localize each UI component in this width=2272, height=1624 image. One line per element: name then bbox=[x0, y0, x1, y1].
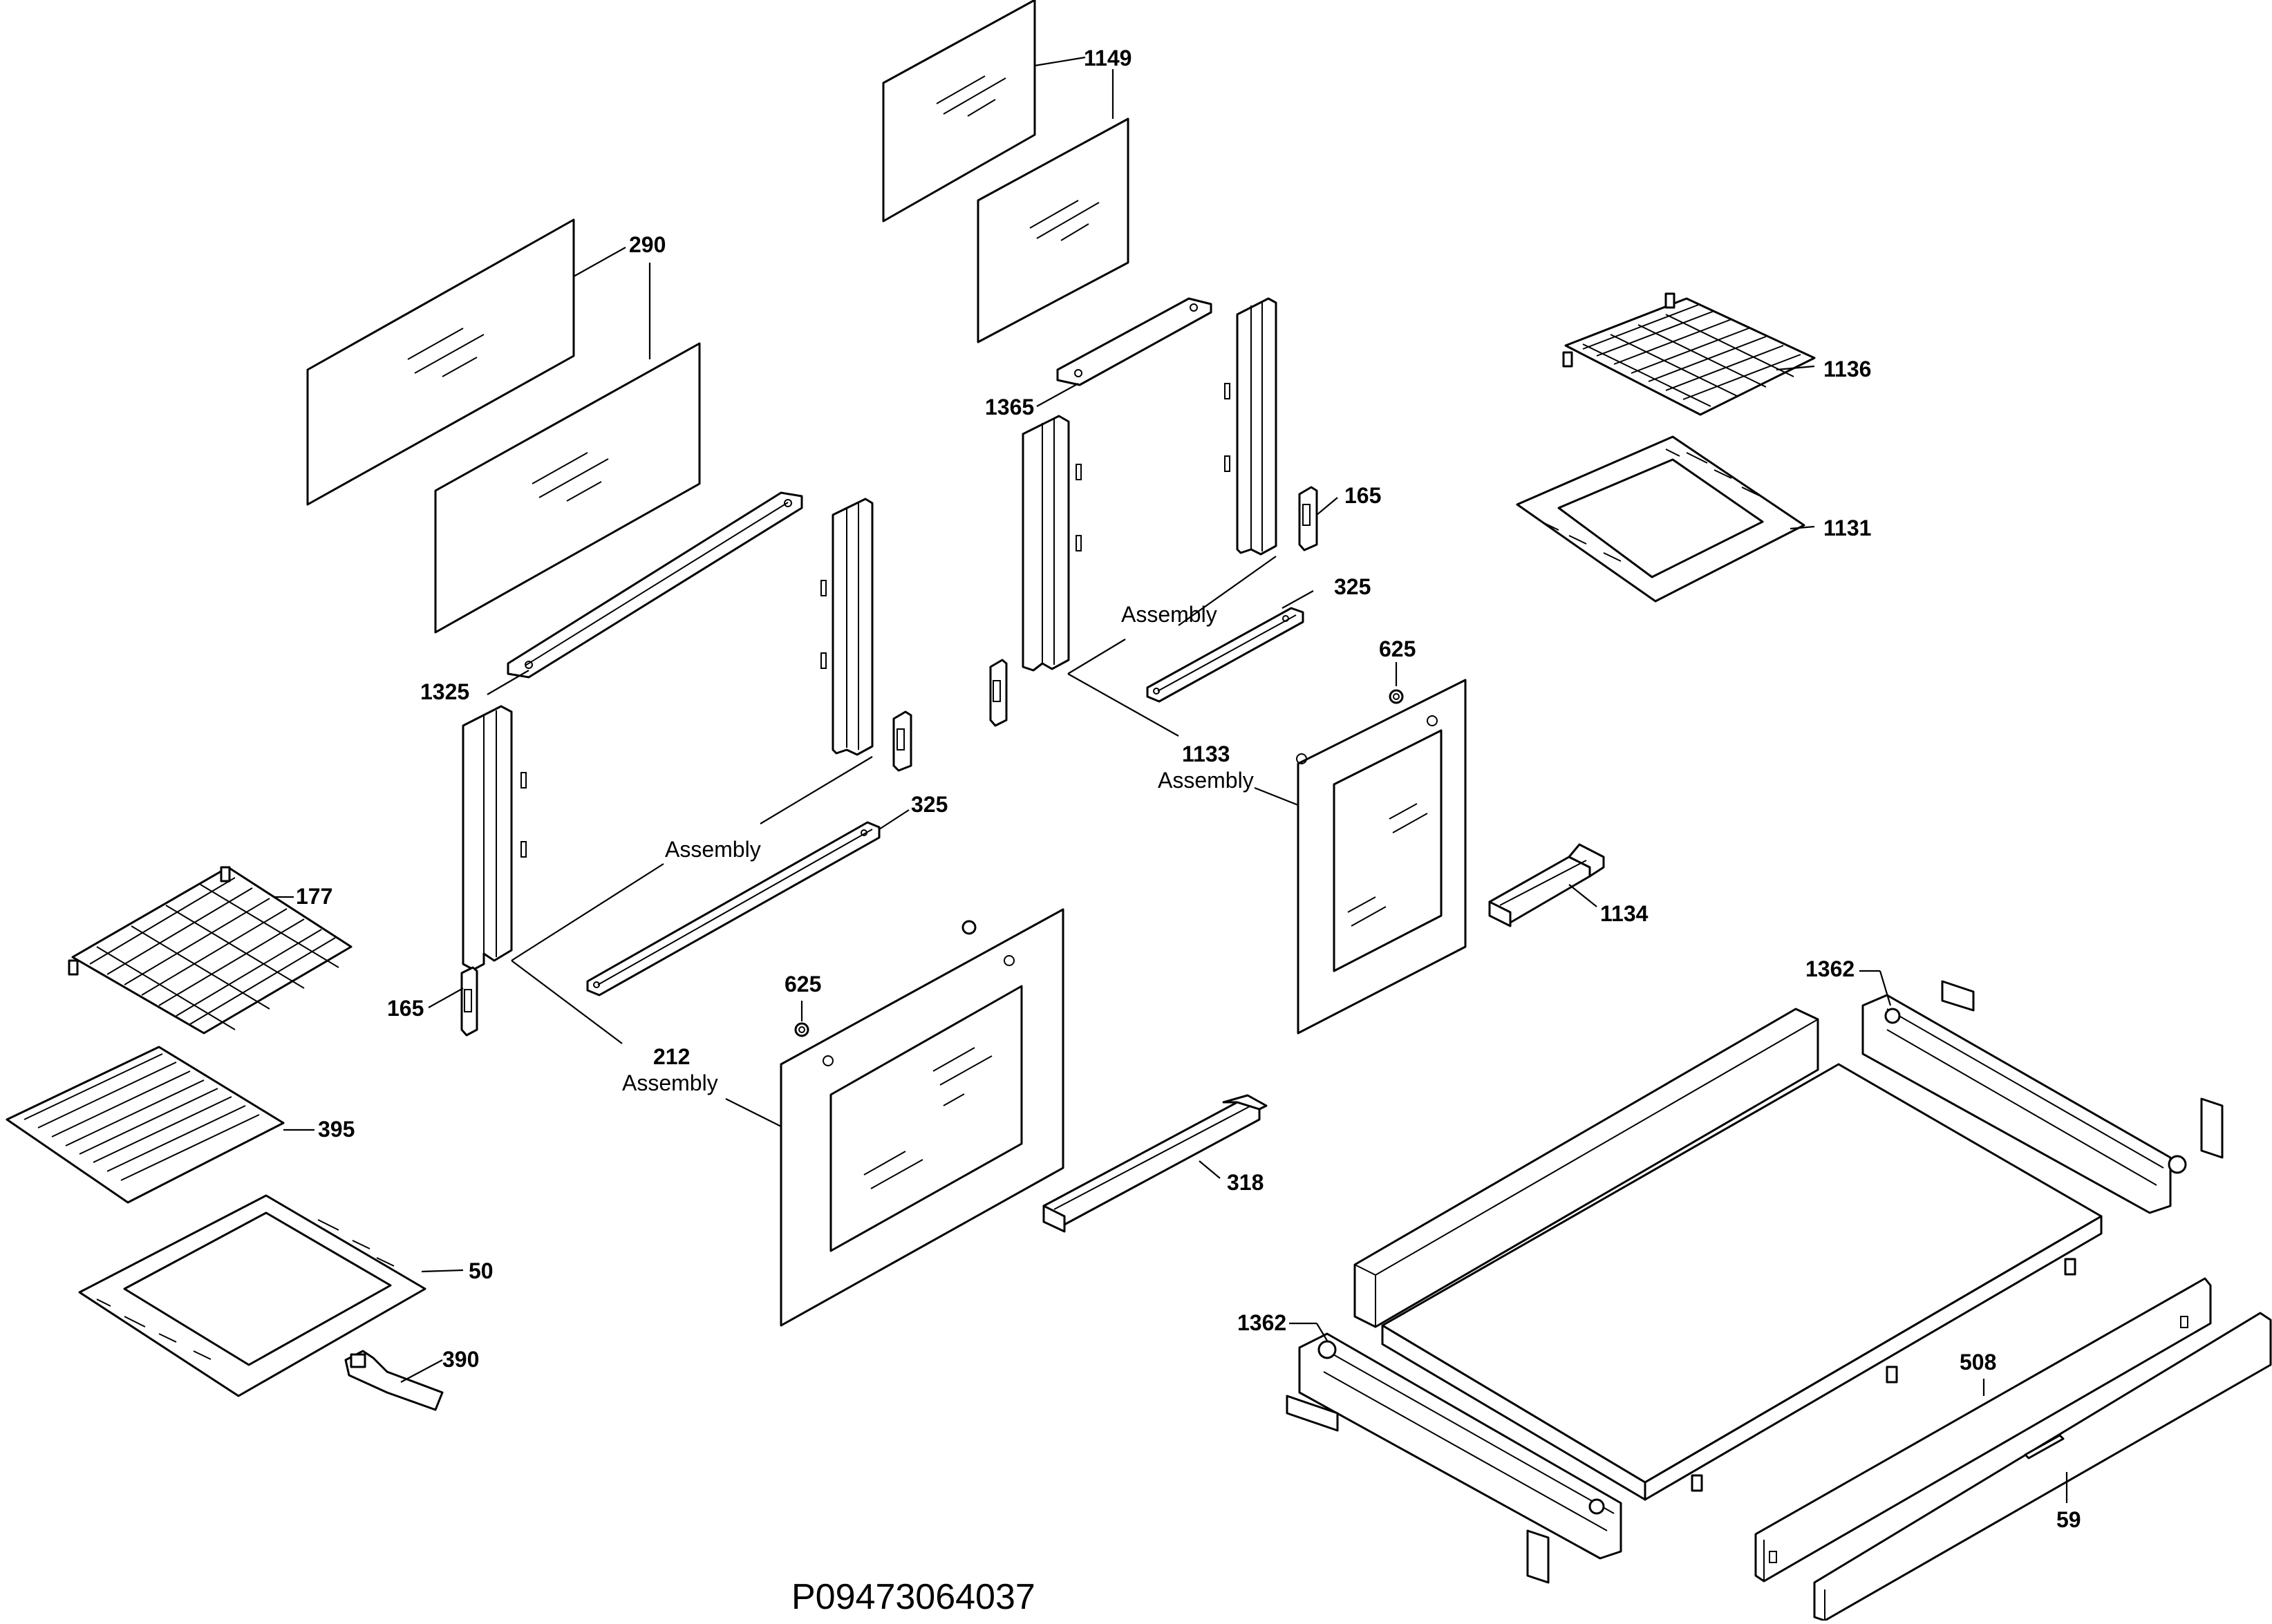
label-290: 290 bbox=[629, 232, 666, 257]
drawing-code: P09473064037 bbox=[791, 1577, 1035, 1617]
label-325-lower: 325 bbox=[911, 792, 948, 817]
label-325-upper: 325 bbox=[1334, 574, 1371, 599]
side-rail-left-lower bbox=[462, 705, 527, 971]
label-508: 508 bbox=[1960, 1350, 1996, 1375]
glass-panel-1149-back bbox=[882, 0, 1036, 223]
label-assembly-1133: Assembly bbox=[1158, 768, 1254, 793]
label-1362-right: 1362 bbox=[1805, 956, 1855, 981]
tray-frame-1131 bbox=[1516, 435, 1805, 603]
label-395: 395 bbox=[318, 1117, 355, 1142]
label-assembly-212: Assembly bbox=[622, 1070, 718, 1095]
bottom-bar-325-upper bbox=[1146, 607, 1304, 703]
glass-panel-290-front bbox=[434, 342, 701, 634]
label-assembly-lower: Assembly bbox=[665, 837, 761, 862]
drawer-front-panel-508 bbox=[1754, 1277, 2212, 1583]
hinge-165-upper bbox=[1298, 486, 1318, 551]
label-390: 390 bbox=[442, 1347, 479, 1372]
label-1365: 1365 bbox=[985, 395, 1034, 419]
oven-door-212 bbox=[780, 908, 1064, 1327]
label-318: 318 bbox=[1227, 1170, 1264, 1195]
drawer-back-panel bbox=[1353, 1008, 1819, 1328]
label-625-upper: 625 bbox=[1379, 636, 1416, 661]
side-rail-right-lower bbox=[820, 498, 874, 756]
handle-318 bbox=[1042, 1094, 1268, 1233]
strip-1365 bbox=[1056, 297, 1212, 386]
bolt-625-upper bbox=[1389, 689, 1404, 704]
label-1134: 1134 bbox=[1600, 901, 1649, 926]
hinge-165-lower-right bbox=[892, 710, 912, 772]
label-50: 50 bbox=[469, 1258, 494, 1283]
baking-tray-50 bbox=[78, 1194, 426, 1397]
handle-1134 bbox=[1488, 843, 1605, 927]
leader-lines bbox=[273, 56, 2068, 1503]
drawer-runner-1362-left bbox=[1286, 1332, 1622, 1584]
side-rail-left-upper bbox=[1022, 415, 1082, 672]
label-1136: 1136 bbox=[1823, 357, 1871, 381]
label-165-lower: 165 bbox=[387, 996, 424, 1021]
label-1131: 1131 bbox=[1823, 516, 1871, 540]
drawer-facia-59 bbox=[1813, 1312, 2272, 1622]
wire-rack-1136 bbox=[1562, 292, 1816, 416]
label-1362-left: 1362 bbox=[1237, 1310, 1286, 1335]
label-212: 212 bbox=[653, 1044, 690, 1069]
bolt-625-lower bbox=[794, 1022, 809, 1037]
label-assembly-upper: Assembly bbox=[1121, 602, 1217, 627]
oven-door-1133 bbox=[1296, 679, 1467, 1035]
side-rail-right-upper bbox=[1224, 297, 1277, 556]
label-1133: 1133 bbox=[1182, 742, 1230, 766]
label-1149: 1149 bbox=[1084, 46, 1132, 70]
bolt-625-lower-2 bbox=[961, 920, 977, 935]
grill-grid-395 bbox=[6, 1046, 285, 1204]
label-625-lower: 625 bbox=[785, 972, 821, 997]
hinge-165-lower bbox=[460, 966, 478, 1037]
strip-1325 bbox=[507, 491, 803, 679]
label-165-upper: 165 bbox=[1344, 483, 1381, 508]
label-59: 59 bbox=[2056, 1507, 2081, 1532]
drawer-base bbox=[1381, 1063, 2103, 1501]
label-177: 177 bbox=[296, 884, 332, 909]
hinge-165-upper-left bbox=[989, 659, 1008, 727]
glass-panel-1149-front bbox=[977, 117, 1129, 343]
drawer-runner-1362-right bbox=[1861, 980, 2224, 1214]
label-1325: 1325 bbox=[420, 679, 469, 704]
bottom-bar-325-lower bbox=[586, 821, 881, 997]
wire-rack-177 bbox=[68, 866, 353, 1035]
holder-390 bbox=[344, 1350, 444, 1411]
glass-panel-290-back bbox=[306, 218, 575, 506]
